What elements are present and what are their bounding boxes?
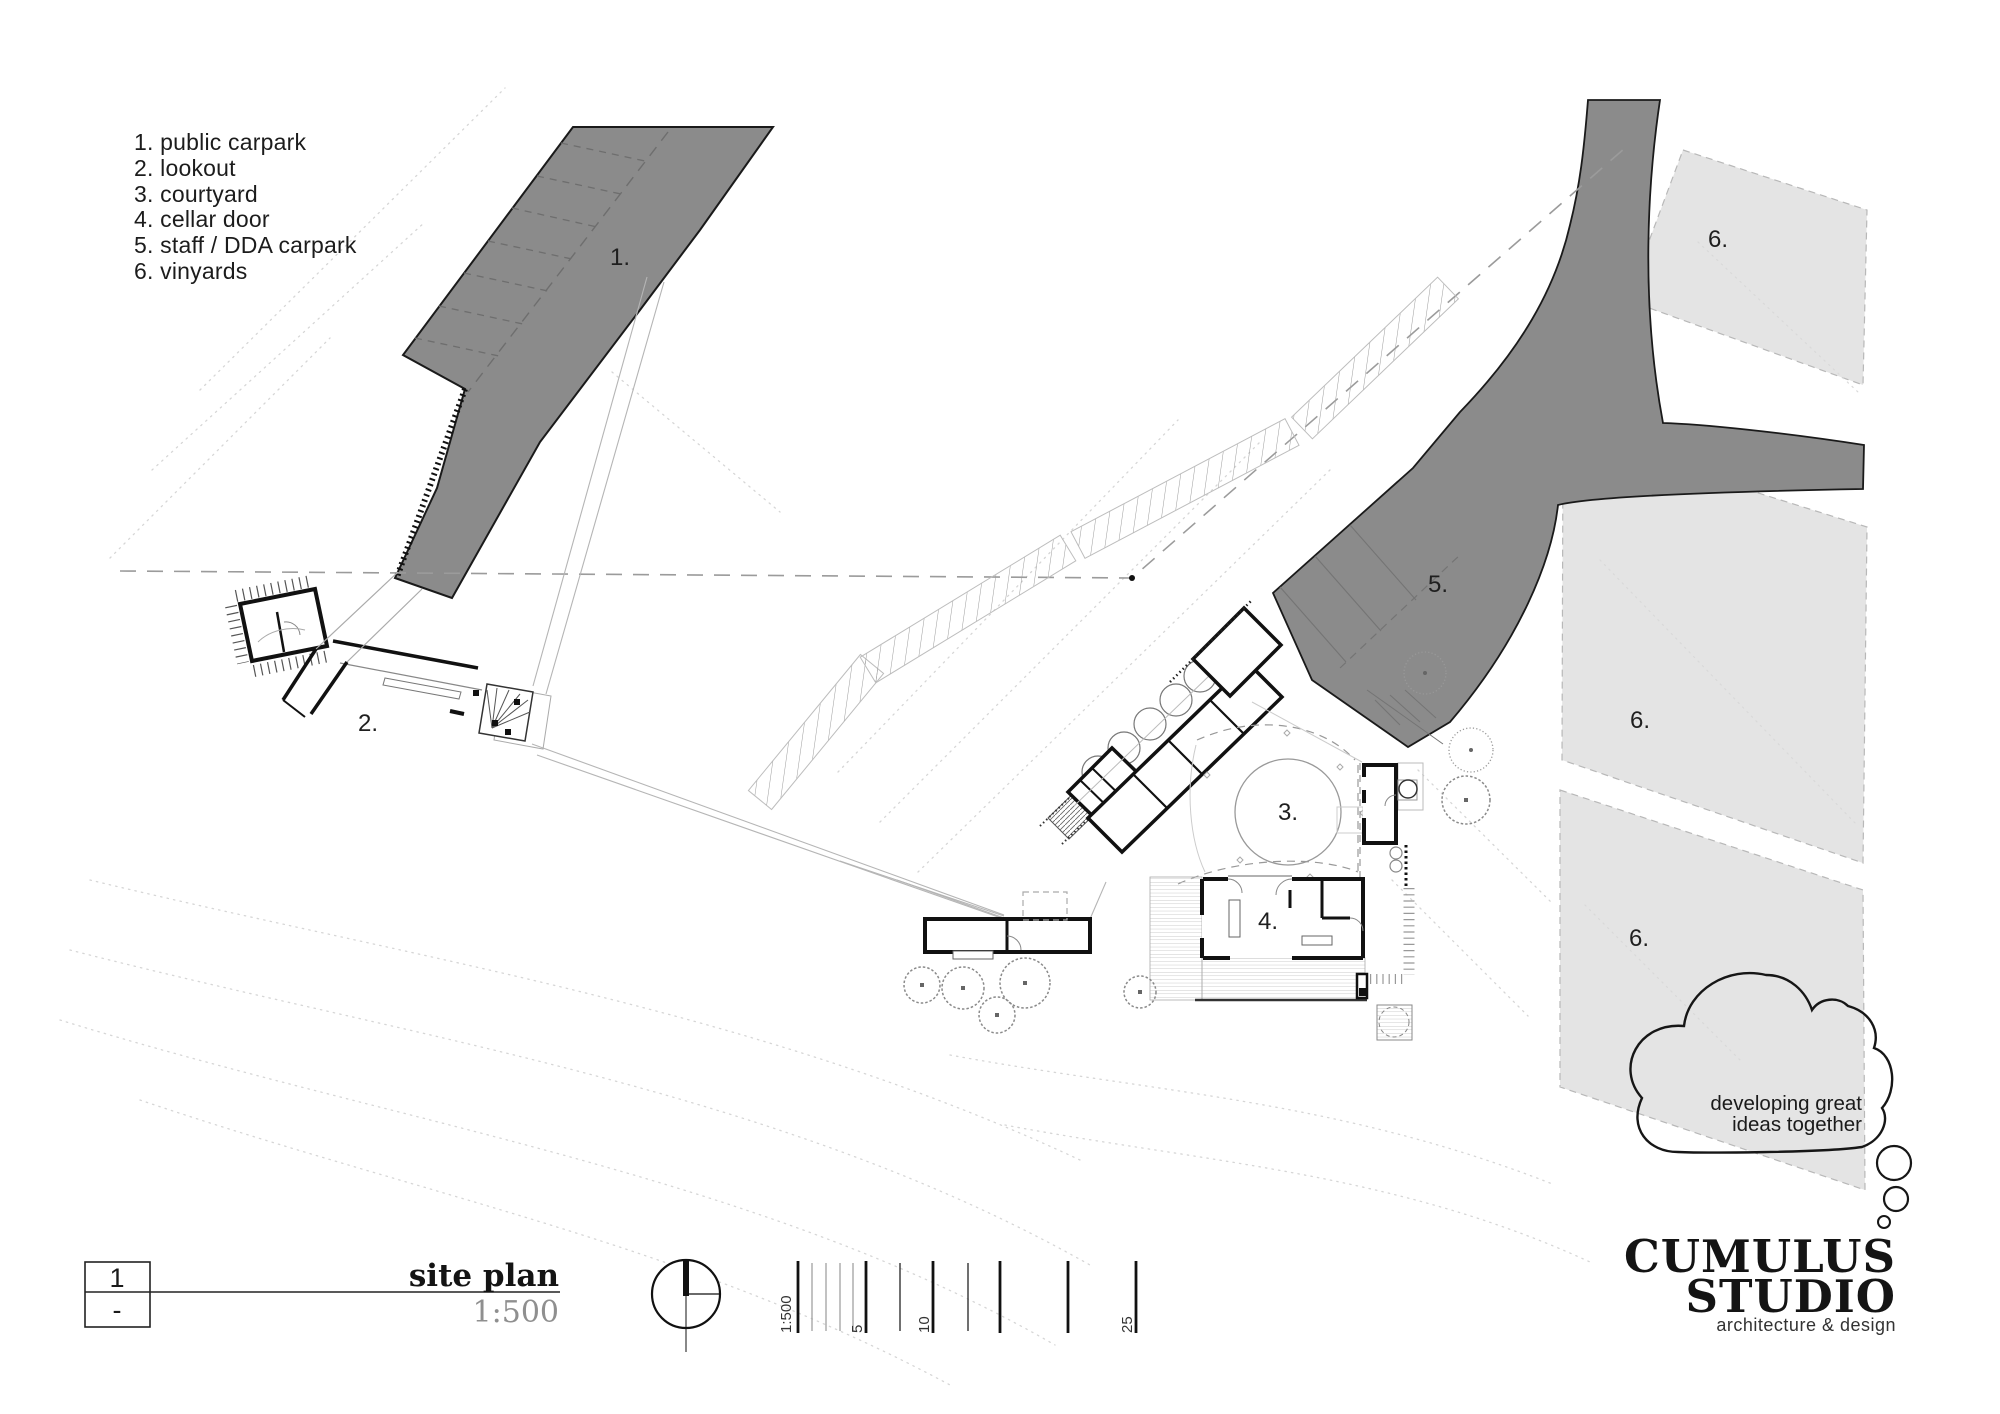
staff-carpark-area bbox=[1271, 99, 1865, 749]
public-carpark-area bbox=[393, 126, 775, 600]
plan-number-labels: 1. 2. 3. 4. 5. 6. 6. 6. bbox=[358, 226, 1728, 952]
vineyard-parcel-top bbox=[1626, 149, 1868, 386]
studio-name-line2: STUDIO bbox=[1686, 1270, 1897, 1323]
sheet-number: 1 bbox=[109, 1263, 124, 1293]
viewing-platform bbox=[281, 571, 423, 718]
building-east bbox=[1336, 762, 1424, 984]
thought-bubble-medium bbox=[1882, 1185, 1910, 1213]
boundary-dashed-line bbox=[119, 147, 1626, 581]
label-public-carpark: 1. bbox=[610, 244, 630, 271]
legend-item-6: 6. vinyards bbox=[134, 257, 248, 284]
vineyard-parcel-middle bbox=[1561, 431, 1868, 864]
public-carpark-shape bbox=[393, 126, 775, 600]
studio-subtitle: architecture & design bbox=[1716, 1315, 1896, 1335]
cellar-door-building bbox=[1200, 875, 1365, 960]
scale-bar-ratio: 1:500 bbox=[778, 1295, 795, 1333]
lookout-building bbox=[237, 586, 330, 664]
studio-name-line1: CUMULUS bbox=[1624, 1230, 1896, 1283]
dashed-square bbox=[1022, 891, 1068, 921]
walkway-lines bbox=[531, 276, 1107, 920]
building-upper bbox=[1190, 605, 1284, 699]
label-courtyard: 3. bbox=[1278, 799, 1298, 826]
winery-complex bbox=[903, 599, 1494, 1041]
drawing-scale: 1:500 bbox=[473, 1295, 559, 1330]
label-lookout: 2. bbox=[358, 710, 378, 737]
legend-item-3: 3. courtyard bbox=[134, 180, 258, 207]
label-vineyard-bottom: 6. bbox=[1629, 925, 1649, 952]
walkway-bottom-edge bbox=[339, 662, 483, 691]
lookout-door-arc bbox=[283, 621, 301, 636]
small-tank-circle bbox=[1398, 779, 1418, 799]
thought-bubble-small bbox=[1877, 1215, 1891, 1229]
scale-bar: 1:500 5 10 25 bbox=[778, 1261, 1138, 1333]
building-upper-dotted-edge bbox=[1169, 599, 1253, 683]
scale-bar-label-10: 10 bbox=[916, 1316, 933, 1333]
title-block: 1 - site plan 1:500 bbox=[84, 1258, 560, 1330]
studio-wordmark: CUMULUS STUDIO architecture & design bbox=[1624, 1230, 1896, 1335]
legend-item-1: 1. public carpark bbox=[134, 129, 307, 155]
lookout-structure bbox=[225, 571, 552, 750]
amenities-building bbox=[923, 917, 1092, 960]
scale-bar-label-25: 25 bbox=[1119, 1316, 1136, 1333]
north-symbol bbox=[650, 1258, 722, 1352]
walkway-top-edge bbox=[332, 639, 479, 670]
carpark-tip-hatch bbox=[1366, 689, 1444, 745]
trees bbox=[903, 651, 1494, 1034]
parking-bay-lines bbox=[414, 142, 646, 357]
staff-parking-bay-lines bbox=[1279, 524, 1417, 663]
road-and-staff-carpark-shape bbox=[1271, 99, 1865, 749]
cloud-tagline-line2: ideas together bbox=[1732, 1113, 1862, 1136]
label-staff-carpark: 5. bbox=[1428, 571, 1448, 598]
legend: 1. public carpark 2. lookout 3. courtyar… bbox=[134, 129, 357, 285]
courtyard-circle bbox=[1234, 758, 1342, 866]
drawing-title: site plan bbox=[409, 1258, 559, 1294]
legend-item-4: 4. cellar door bbox=[134, 206, 270, 233]
courtyard-edge-lines bbox=[1189, 701, 1363, 873]
lookout-curve bbox=[257, 628, 306, 643]
scale-bar-label-5: 5 bbox=[849, 1325, 866, 1333]
thought-bubble-large bbox=[1875, 1144, 1913, 1182]
hatched-path bbox=[747, 276, 1460, 811]
parking-aisle-line bbox=[467, 131, 669, 393]
cloud-outline bbox=[1629, 971, 1894, 1154]
contour-lines bbox=[59, 87, 1591, 1386]
walkway-dash bbox=[449, 709, 465, 716]
cloud-tagline-line1: developing great bbox=[1710, 1092, 1862, 1115]
legend-item-2: 2. lookout bbox=[134, 154, 236, 181]
label-cellar-door: 4. bbox=[1258, 908, 1278, 935]
lookout-stair bbox=[473, 683, 552, 750]
label-vineyard-mid: 6. bbox=[1630, 707, 1650, 734]
label-vineyard-top: 6. bbox=[1708, 226, 1728, 253]
walkway-bench bbox=[382, 677, 462, 700]
cellar-door-deck bbox=[1149, 876, 1369, 1002]
lookout-inner-wall bbox=[275, 611, 286, 653]
cloud-logo: developing great ideas together bbox=[1629, 971, 1913, 1229]
legend-item-5: 5. staff / DDA carpark bbox=[134, 232, 357, 259]
lookout-hatch-ticks bbox=[225, 575, 331, 677]
boundary-bend-dot bbox=[1129, 575, 1135, 581]
courtyard-dashed-paths bbox=[1177, 724, 1359, 885]
sheet-revision: - bbox=[113, 1295, 122, 1325]
planter-square bbox=[1376, 1004, 1413, 1041]
